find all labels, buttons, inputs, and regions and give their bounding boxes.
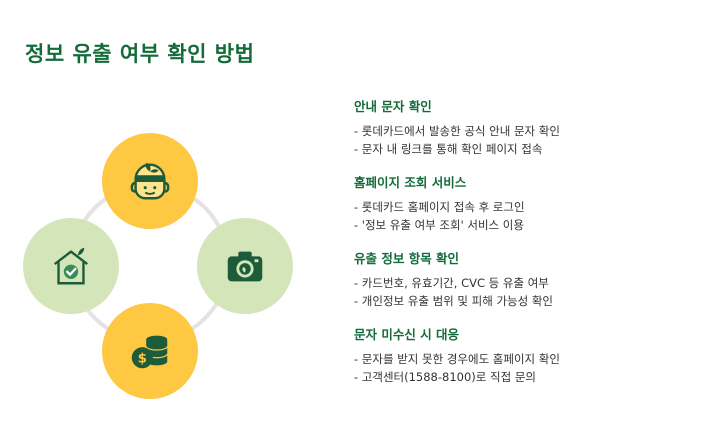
coin-node: $ (102, 303, 198, 399)
coin-stack-icon: $ (131, 335, 168, 369)
svg-text:$: $ (138, 352, 147, 367)
camera-node (197, 218, 293, 314)
section-item: - 문자 내 링크를 통해 확인 페이지 접속 (354, 142, 543, 156)
page-title: 정보 유출 여부 확인 방법 (25, 42, 255, 66)
section-title: 안내 문자 확인 (354, 99, 432, 114)
section-item: - 롯데카드 홈페이지 접속 후 로그인 (354, 200, 525, 214)
house-check-icon (53, 247, 89, 285)
section-title: 유출 정보 항목 확인 (354, 251, 460, 266)
camera-icon (227, 251, 263, 282)
section-item: - 롯데카드에서 발송한 공식 안내 문자 확인 (354, 124, 560, 138)
section-sms-check: 안내 문자 확인 - 롯데카드에서 발송한 공식 안내 문자 확인 - 문자 내… (354, 96, 714, 158)
section-item: - 카드번호, 유효기간, CVC 등 유출 여부 (354, 276, 549, 290)
house-node (23, 218, 119, 314)
section-item: - 문자를 받지 못한 경우에도 홈페이지 확인 (354, 352, 560, 366)
section-title: 문자 미수신 시 대응 (354, 327, 460, 342)
method-list: 안내 문자 확인 - 롯데카드에서 발송한 공식 안내 문자 확인 - 문자 내… (354, 96, 714, 400)
section-no-sms-response: 문자 미수신 시 대응 - 문자를 받지 못한 경우에도 홈페이지 확인 - 고… (354, 324, 714, 386)
method-cycle-diagram: $ (20, 128, 293, 399)
section-title: 홈페이지 조회 서비스 (354, 175, 467, 190)
section-item: - '정보 유출 여부 조회' 서비스 이용 (354, 218, 524, 232)
person-node (102, 133, 198, 229)
person-leaf-icon (130, 162, 170, 200)
section-item: - 고객센터(1588-8100)로 직접 문의 (354, 370, 536, 384)
section-item: - 개인정보 유출 범위 및 피해 가능성 확인 (354, 294, 554, 308)
section-leaked-items: 유출 정보 항목 확인 - 카드번호, 유효기간, CVC 등 유출 여부 - … (354, 248, 714, 310)
section-homepage-lookup: 홈페이지 조회 서비스 - 롯데카드 홈페이지 접속 후 로그인 - '정보 유… (354, 172, 714, 234)
